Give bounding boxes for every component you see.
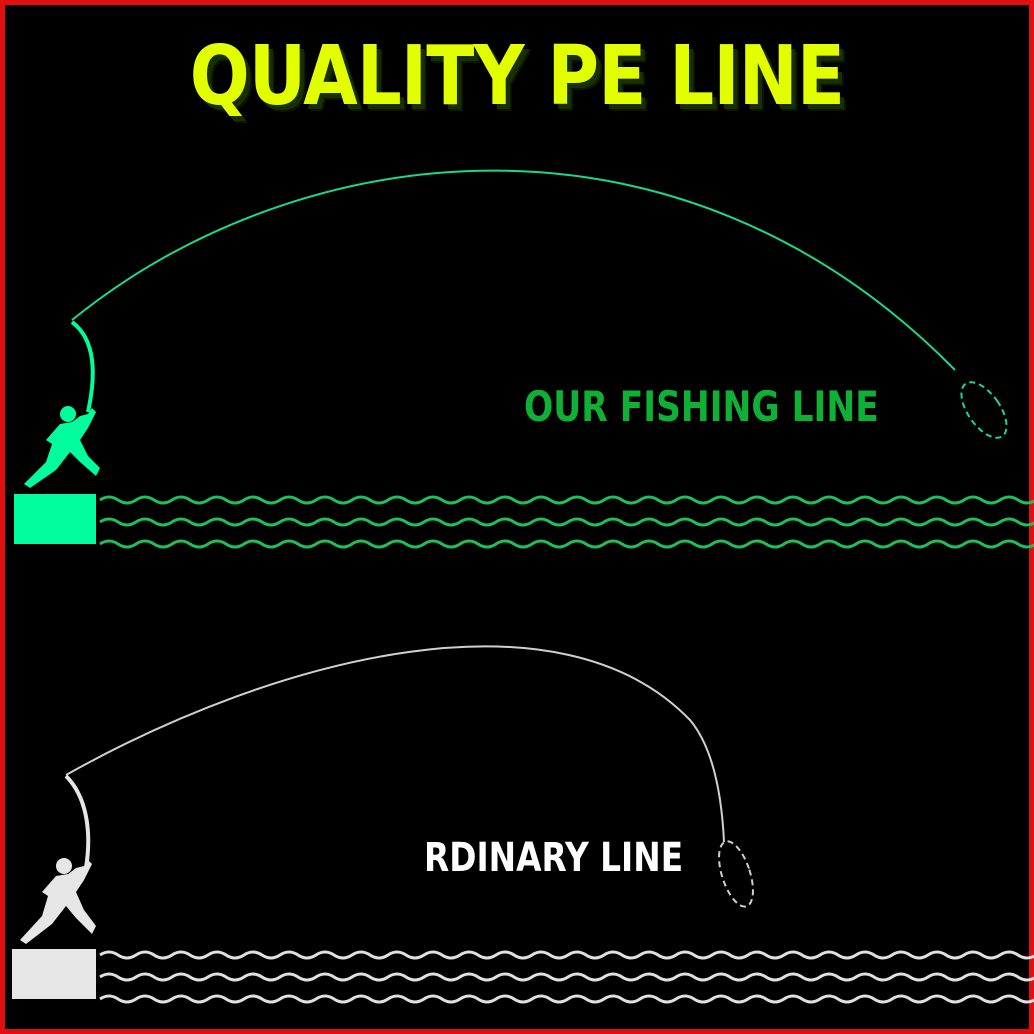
water-wave: [99, 495, 1034, 505]
ordinary-platform-block: [12, 949, 96, 999]
ordinary-angler-silhouette: [20, 858, 96, 944]
ordinary-line-scene: [12, 645, 1034, 1004]
water-wave: [99, 994, 1034, 1004]
ordinary-lure-loop: [718, 840, 754, 908]
ordinary-line-label: RDINARY LINE: [424, 835, 684, 881]
our-water-waves: [99, 495, 1034, 549]
our-casting-line: [71, 169, 956, 371]
our-platform-block: [14, 494, 96, 544]
our-lure-loop: [960, 381, 1008, 439]
our-angler-silhouette: [24, 406, 100, 488]
water-wave: [99, 517, 1034, 527]
ordinary-water-waves: [99, 950, 1034, 1004]
our-fishing-line-label: OUR FISHING LINE: [524, 382, 879, 431]
ordinary-rod: [64, 774, 91, 869]
our-line-scene: [14, 169, 1034, 549]
water-wave: [99, 972, 1034, 982]
water-wave: [99, 950, 1034, 960]
water-wave: [99, 539, 1034, 549]
our-rod: [70, 320, 95, 413]
headline-title: QUALITY PE LINE: [189, 29, 845, 124]
ordinary-casting-line: [65, 645, 725, 843]
